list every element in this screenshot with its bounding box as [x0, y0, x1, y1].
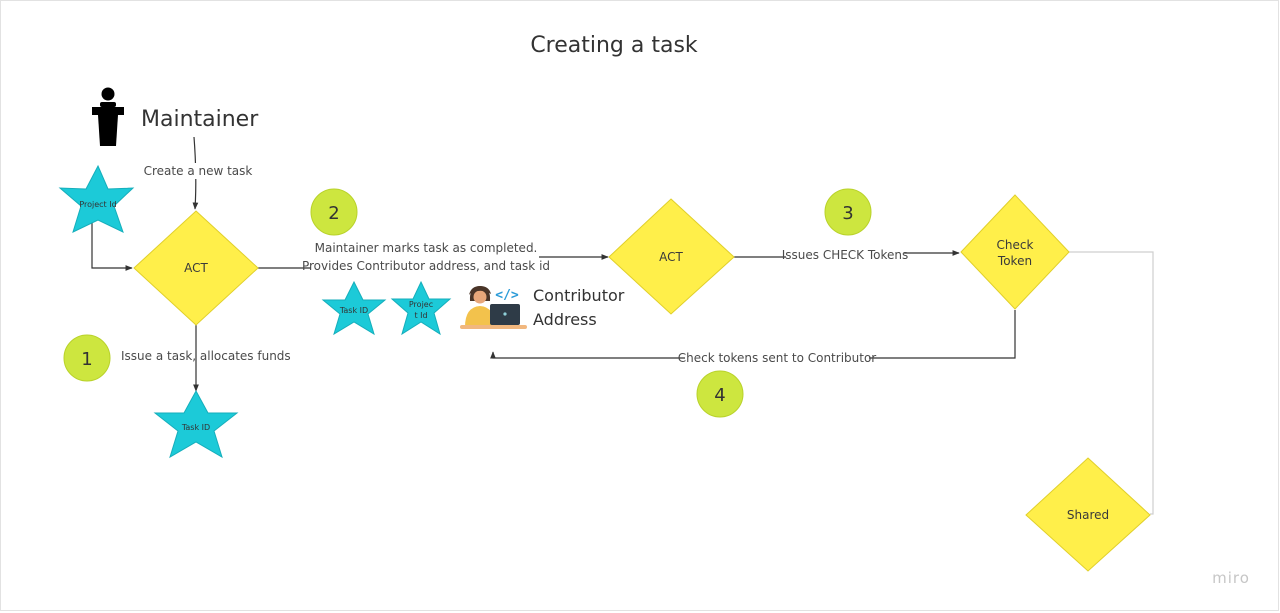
check-token-label-1: Check	[997, 238, 1034, 252]
step-number-3: 3	[842, 203, 853, 224]
svg-text:</>: </>	[495, 288, 519, 303]
project-id-star[interactable]	[58, 164, 135, 233]
task-id-star[interactable]	[153, 389, 239, 459]
shared-diamond-label: Shared	[1067, 508, 1109, 522]
project-id-small-star[interactable]	[390, 280, 452, 336]
project-id-star-label: Project Id	[79, 200, 116, 209]
act-diamond-1[interactable]	[133, 210, 259, 326]
edge-label-marks-1: Maintainer marks task as completed.	[315, 241, 538, 255]
check-token-diamond[interactable]	[960, 194, 1070, 310]
step-circle-2	[310, 188, 358, 236]
project-id-small-star-label-2: t Id	[414, 311, 427, 320]
contributor-label-2: Address	[533, 310, 597, 329]
miro-watermark-logo: miro	[1212, 569, 1250, 587]
edge-label-create-task: Create a new task	[144, 164, 253, 178]
task-id-small-star-label: Task ID	[339, 306, 368, 315]
step-circle-4	[696, 370, 744, 418]
edge-check-to-shared	[1069, 251, 1154, 515]
step-number-4: 4	[714, 385, 725, 406]
step-circle-1	[63, 334, 111, 382]
edge-label-issue-task: Issue a task, allocates funds	[121, 349, 291, 363]
shared-diamond[interactable]	[1025, 457, 1151, 572]
edge-label-marks-2: Provides Contributor address, and task i…	[302, 259, 550, 273]
step-number-1: 1	[81, 349, 92, 370]
edge-check-to-contributor	[490, 351, 685, 359]
task-id-star-label: Task ID	[181, 423, 210, 432]
contributor-label-1: Contributor	[533, 286, 625, 305]
developer-at-laptop-icon: </>	[460, 286, 527, 329]
project-id-small-star-label-1: Projec	[409, 300, 433, 309]
diagram-title: Creating a task	[530, 33, 698, 58]
edge-label-bg	[145, 163, 249, 179]
step-circle-3	[824, 188, 872, 236]
edge-label-tokens-sent: Check tokens sent to Contributor	[678, 351, 877, 365]
maintainer-label: Maintainer	[141, 107, 259, 132]
person-at-podium-icon	[92, 87, 124, 146]
act-diamond-1-label: ACT	[184, 261, 208, 275]
act-diamond-2-label: ACT	[659, 250, 683, 264]
edge-label-issues-check: Issues CHECK Tokens	[782, 248, 909, 262]
edge-check-down	[869, 310, 1016, 359]
act-diamond-2[interactable]	[608, 198, 735, 315]
check-token-label-2: Token	[997, 254, 1032, 268]
task-id-small-star[interactable]	[321, 280, 387, 336]
edge-project-to-act	[91, 223, 133, 271]
step-number-2: 2	[328, 203, 339, 224]
